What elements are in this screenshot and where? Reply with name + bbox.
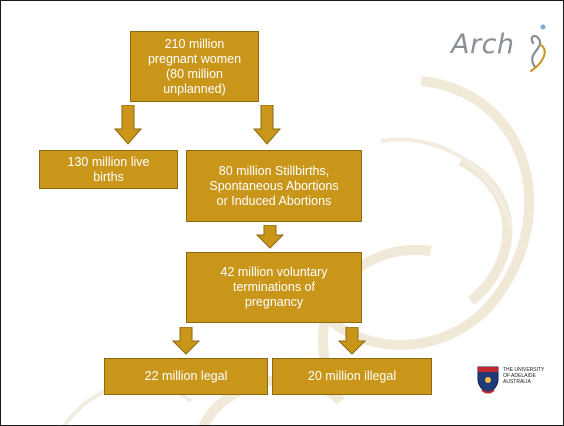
arrow-down-icon bbox=[256, 225, 284, 249]
box-stillbirths-abortions: 80 million Stillbirths, Spontaneous Abor… bbox=[186, 150, 362, 222]
box-voluntary-terminations-text: 42 million voluntary terminations of pre… bbox=[220, 265, 328, 309]
arch-logo: Arch bbox=[451, 29, 515, 60]
box-live-births-text: 130 million live births bbox=[67, 154, 150, 184]
box-pregnant-women-text: 210 million pregnant women (80 million u… bbox=[147, 36, 242, 96]
box-illegal-text: 20 million illegal bbox=[307, 369, 397, 383]
arch-logo-figure-icon bbox=[530, 24, 546, 72]
box-live-births: 130 million live births bbox=[39, 150, 178, 189]
arrow-down-icon bbox=[338, 327, 366, 355]
university-crest-icon bbox=[477, 366, 499, 394]
arrow-down-icon bbox=[172, 327, 200, 355]
box-stillbirths-abortions-text: 80 million Stillbirths, Spontaneous Abor… bbox=[209, 163, 339, 208]
box-illegal: 20 million illegal bbox=[272, 358, 432, 395]
arrow-down-icon bbox=[114, 105, 142, 145]
box-legal: 22 million legal bbox=[104, 358, 268, 395]
box-voluntary-terminations: 42 million voluntary terminations of pre… bbox=[186, 252, 362, 323]
arch-logo-text: Arch bbox=[451, 29, 515, 60]
box-legal-text: 22 million legal bbox=[144, 369, 228, 383]
university-of-adelaide-logo-text: THE UNIVERSITY OF ADELAIDE AUSTRALIA bbox=[503, 367, 545, 385]
arrow-down-icon bbox=[253, 105, 281, 145]
box-pregnant-women: 210 million pregnant women (80 million u… bbox=[130, 31, 259, 102]
